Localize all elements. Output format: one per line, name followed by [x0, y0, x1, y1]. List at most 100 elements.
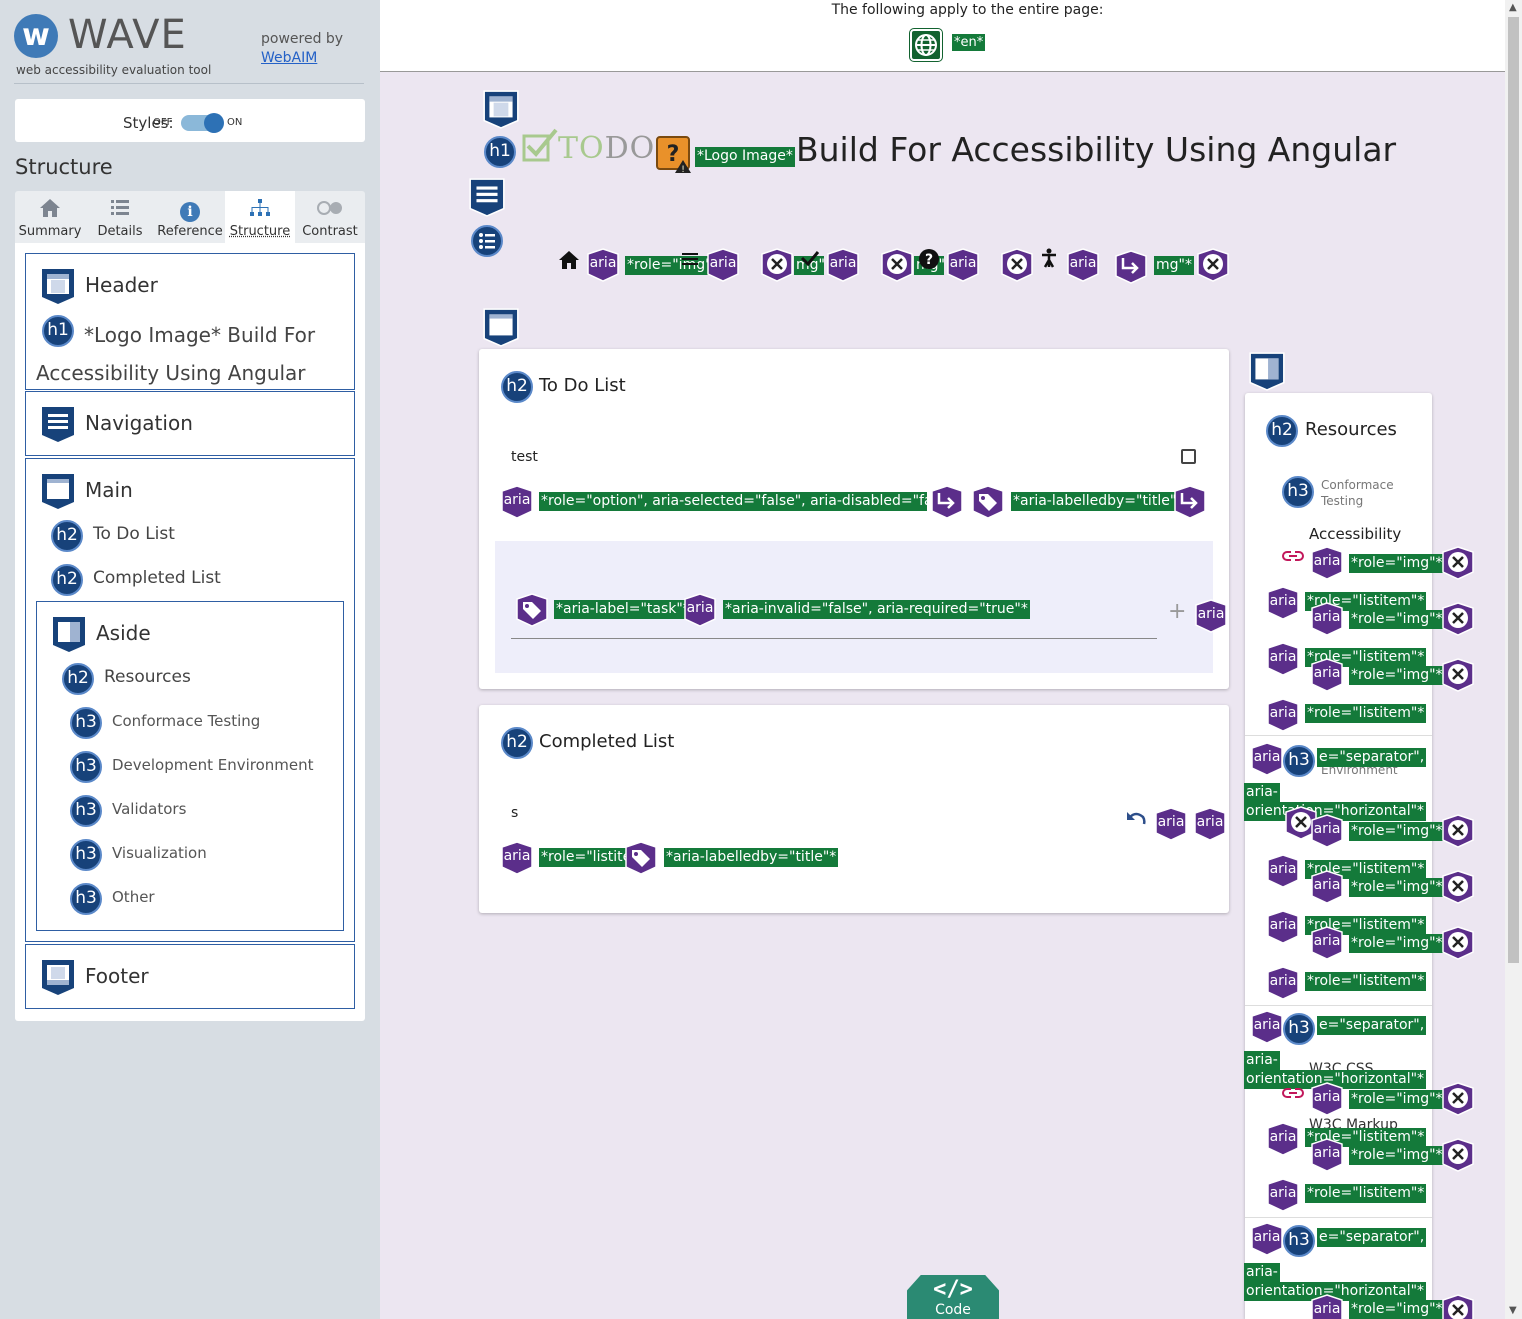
aria-icon[interactable]: aria: [1250, 1010, 1284, 1044]
styles-toggle-switch[interactable]: [181, 113, 224, 133]
hidden-aria-icon[interactable]: [1441, 926, 1475, 960]
hidden-aria-icon[interactable]: [1441, 870, 1475, 904]
link-icon[interactable]: [1282, 1086, 1304, 1100]
outline-footer[interactable]: Footer: [25, 944, 355, 1009]
h2-badge-icon[interactable]: h2: [1266, 415, 1298, 447]
h3-badge-icon[interactable]: h3: [1283, 1225, 1315, 1257]
aria-icon[interactable]: aria: [1266, 966, 1300, 1000]
tab-summary[interactable]: Summary: [15, 191, 85, 243]
outline-navigation[interactable]: Navigation: [25, 391, 355, 456]
hidden-aria-icon[interactable]: [760, 248, 794, 282]
hidden-aria-icon[interactable]: [1441, 1138, 1475, 1172]
link-icon[interactable]: [1282, 549, 1304, 563]
aria-icon[interactable]: aria: [500, 485, 534, 519]
aria-icon[interactable]: aria: [1266, 642, 1300, 676]
aria-icon[interactable]: aria: [1310, 814, 1344, 848]
aria-icon[interactable]: aria: [1194, 599, 1228, 633]
aria-label-tag-icon[interactable]: [515, 593, 549, 627]
scroll-thumb[interactable]: [1508, 17, 1519, 963]
aria-icon[interactable]: aria: [826, 248, 860, 282]
h2-badge-icon[interactable]: h2: [501, 371, 533, 403]
h1-badge-icon[interactable]: h1: [484, 136, 516, 168]
hidden-aria-icon[interactable]: [880, 248, 914, 282]
tab-reference[interactable]: i Reference: [155, 191, 225, 243]
aria-icon[interactable]: aria: [1310, 926, 1344, 960]
wave-sidebar: w WAVE web accessibility evaluation tool…: [0, 0, 380, 1319]
tab-contrast[interactable]: Contrast: [295, 191, 365, 243]
code-toggle-button[interactable]: </> Code: [907, 1275, 999, 1319]
aria-listitem-tag: *role="listitem"*: [1305, 972, 1427, 991]
help-icon: ?: [919, 249, 939, 269]
todo-item-checkbox[interactable]: [1181, 449, 1196, 464]
image-warning-icon[interactable]: ?!: [656, 136, 692, 174]
aria-reference-icon[interactable]: [1173, 485, 1207, 519]
outline-main-label: Main: [85, 478, 133, 502]
aria-icon[interactable]: aria: [1266, 586, 1300, 620]
aria-icon[interactable]: aria: [1250, 1222, 1284, 1256]
header-region-icon[interactable]: [482, 89, 520, 129]
aria-reference-icon[interactable]: [930, 485, 964, 519]
h3-badge-icon[interactable]: h3: [1282, 476, 1314, 508]
hidden-aria-icon[interactable]: [1441, 1294, 1475, 1319]
aria-icon[interactable]: aria: [1266, 698, 1300, 732]
hidden-aria-icon[interactable]: [1000, 248, 1034, 282]
hidden-aria-icon[interactable]: [1284, 806, 1318, 840]
aria-icon[interactable]: aria: [1193, 807, 1227, 841]
tab-details[interactable]: Details: [85, 191, 155, 243]
outline-aside[interactable]: Aside h2 Resources h3 Conformace Testing…: [36, 601, 344, 931]
aria-icon[interactable]: aria: [706, 248, 740, 282]
aria-reference-icon[interactable]: [1114, 250, 1148, 284]
navigation-region-icon[interactable]: [468, 177, 506, 217]
webaim-link[interactable]: WebAIM: [261, 50, 318, 66]
scroll-down-arrow[interactable]: ▼: [1509, 1305, 1517, 1316]
hidden-aria-icon[interactable]: [1441, 602, 1475, 636]
outline-main[interactable]: Main h2 To Do List h2 Completed List Asi…: [25, 458, 355, 942]
aria-icon[interactable]: aria: [1310, 658, 1344, 692]
hidden-aria-icon[interactable]: [1441, 814, 1475, 848]
h3-badge-icon[interactable]: h3: [1283, 745, 1315, 777]
aria-label-tag-icon[interactable]: [971, 485, 1005, 519]
aria-icon[interactable]: aria: [1310, 870, 1344, 904]
scroll-up-arrow[interactable]: ▲: [1509, 2, 1517, 13]
language-tag: *en*: [952, 34, 986, 51]
aria-icon[interactable]: aria: [586, 248, 620, 282]
resource-link[interactable]: Accessibility: [1309, 525, 1402, 543]
aria-icon[interactable]: aria: [1266, 854, 1300, 888]
hidden-aria-icon[interactable]: [1441, 1082, 1475, 1116]
hidden-aria-icon[interactable]: [1441, 546, 1475, 580]
aside-region-icon[interactable]: [1248, 351, 1286, 391]
aria-icon[interactable]: aria: [1310, 1082, 1344, 1116]
aria-icon[interactable]: aria: [500, 841, 534, 875]
aria-icon[interactable]: aria: [1310, 1138, 1344, 1172]
task-input-underline[interactable]: [511, 638, 1157, 639]
aria-icon[interactable]: aria: [1266, 1122, 1300, 1156]
aria-icon[interactable]: aria: [1310, 546, 1344, 580]
todo-list-card: h2 To Do List test aria *role="option", …: [479, 349, 1229, 689]
aria-icon[interactable]: aria: [1310, 1294, 1344, 1319]
aria-icon[interactable]: aria: [946, 248, 980, 282]
language-globe-icon[interactable]: [909, 28, 943, 62]
aria-icon[interactable]: aria: [1310, 602, 1344, 636]
aria-listitem-tag: *role="listitem"*: [1305, 704, 1427, 723]
undo-icon[interactable]: [1125, 809, 1147, 827]
page-scrollbar[interactable]: ▲ ▼: [1505, 0, 1522, 1319]
aria-label-tag-icon[interactable]: [624, 841, 658, 875]
aria-icon[interactable]: aria: [1154, 807, 1188, 841]
aria-icon[interactable]: aria: [1266, 1178, 1300, 1212]
outline-header[interactable]: Header h1 *Logo Image* Build For Accessi…: [25, 253, 355, 390]
aria-icon[interactable]: aria: [683, 593, 717, 627]
aria-icon[interactable]: aria: [1250, 742, 1284, 776]
main-region-icon[interactable]: [482, 307, 520, 347]
aria-icon[interactable]: aria: [1066, 248, 1100, 282]
aria-icon[interactable]: aria: [1266, 910, 1300, 944]
h2-badge-icon[interactable]: h2: [501, 727, 533, 759]
add-task-button[interactable]: +: [1168, 599, 1187, 624]
home-icon[interactable]: [558, 250, 580, 270]
tab-structure[interactable]: Structure: [225, 191, 295, 243]
accessibility-person-icon: [1042, 248, 1056, 268]
unordered-list-icon[interactable]: [470, 224, 504, 258]
info-icon: i: [155, 198, 225, 222]
h3-badge-icon[interactable]: h3: [1283, 1013, 1315, 1045]
hidden-aria-icon[interactable]: [1441, 658, 1475, 692]
hidden-aria-icon[interactable]: [1196, 248, 1230, 282]
